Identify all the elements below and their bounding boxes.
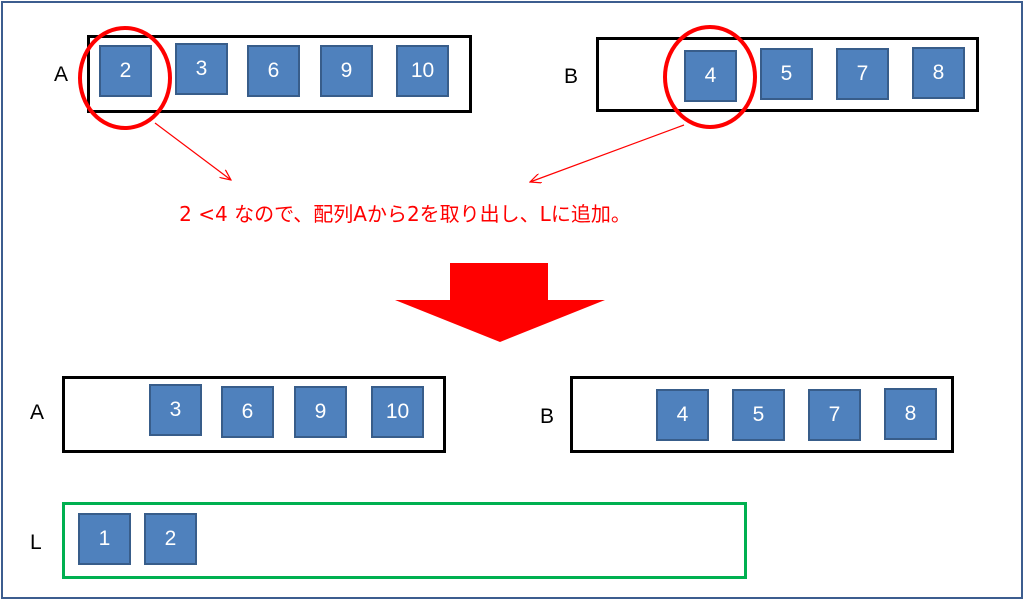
result-array-l-container [62,502,747,579]
result-l-item: 2 [144,513,197,565]
bottom-b-item: 8 [884,388,937,440]
top-b-item: 4 [684,50,737,102]
top-array-b-label: B [564,65,579,88]
explanation-message: 2 <4 なので、配列Aから2を取り出し、Lに追加。 [179,202,631,226]
bottom-a-item: 6 [221,386,274,438]
arrow-a-to-message [154,122,231,180]
bottom-a-item: 3 [149,384,202,436]
highlight-circle-a [78,26,172,130]
bottom-b-item: 7 [808,389,861,441]
bottom-b-item: 5 [732,389,785,441]
highlight-circle-b [663,25,757,129]
bottom-a-item: 9 [294,386,347,438]
top-a-item: 9 [320,45,373,97]
top-a-item: 2 [99,45,152,97]
top-b-item: 8 [912,47,965,99]
bottom-array-b-container [570,376,954,453]
top-array-a-container [87,35,472,113]
result-l-item: 1 [78,513,131,565]
top-array-b-container [596,37,979,112]
bottom-array-a-label: A [30,401,45,424]
result-array-l-label: L [30,531,42,554]
bottom-array-b-label: B [540,405,555,428]
top-a-item: 3 [175,43,228,95]
top-a-item: 10 [396,45,449,97]
top-b-item: 5 [760,48,813,100]
top-b-item: 7 [836,48,889,100]
big-down-arrow-icon [395,263,605,342]
top-a-item: 6 [247,45,300,97]
bottom-b-item: 4 [656,389,709,441]
bottom-a-item: 10 [371,386,424,438]
top-array-a-label: A [54,63,69,86]
arrow-b-to-message [530,124,685,182]
bottom-array-a-container [62,376,446,453]
